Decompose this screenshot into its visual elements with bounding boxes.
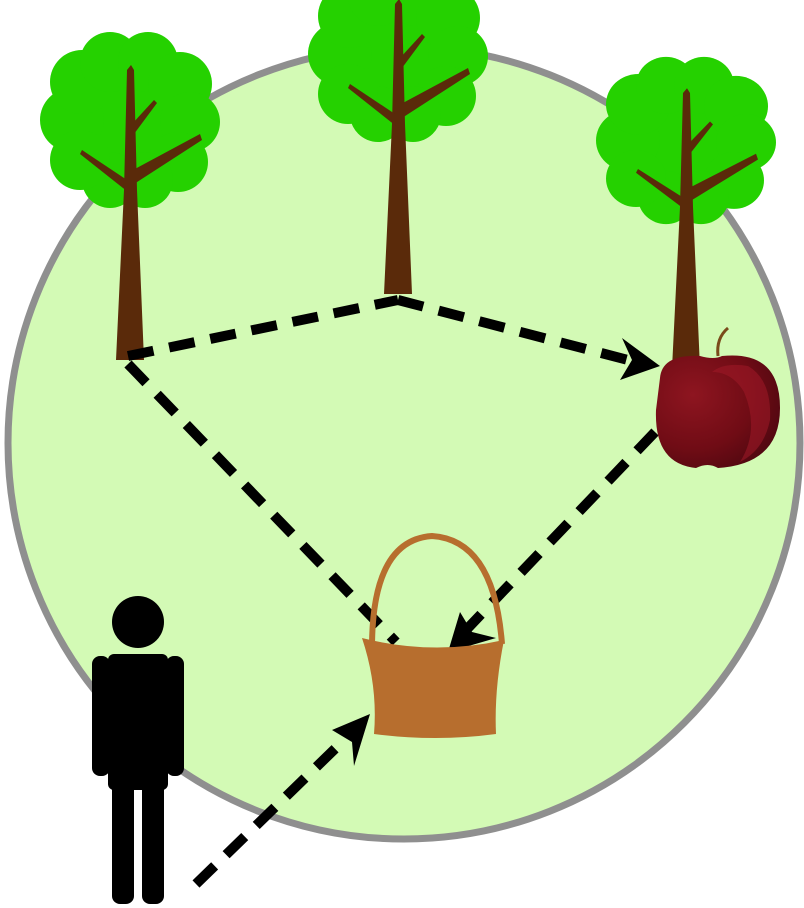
path-tree-left-to-basket <box>124 360 400 646</box>
path-apple-to-basket <box>464 428 659 632</box>
arrowhead-basket <box>448 612 496 652</box>
person-head <box>112 596 164 648</box>
path-tree-left-to-tree-middle <box>126 295 400 361</box>
person-icon <box>92 596 184 904</box>
apple-shade <box>712 364 771 462</box>
basket-body <box>362 638 504 738</box>
basket-handle <box>369 532 505 649</box>
arrowhead-apple <box>620 338 660 380</box>
apple-stem <box>716 326 730 357</box>
path-person-to-basket <box>192 738 346 888</box>
person-leg-right <box>142 770 164 904</box>
apple-icon <box>655 326 780 468</box>
foraging-paths <box>124 295 659 888</box>
person-arm-left <box>92 656 110 776</box>
person-arm-right <box>166 656 184 776</box>
path-arrowheads <box>332 338 660 766</box>
person-torso <box>108 654 168 790</box>
person-leg-left <box>112 770 134 904</box>
basket-icon <box>362 532 505 738</box>
arrowhead-basket-from-person <box>332 714 370 766</box>
